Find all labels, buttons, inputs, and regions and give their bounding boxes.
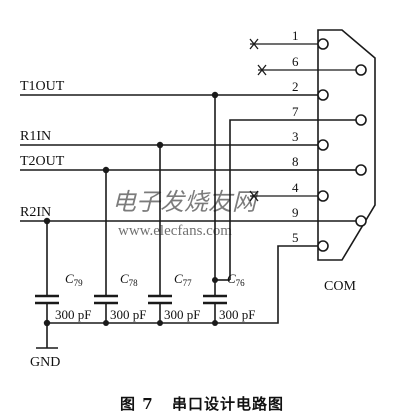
pin7-wire [229,119,356,280]
pin-hole-6 [355,64,367,76]
cap-value-c77: 300 pF [164,307,200,322]
pin-number-5: 5 [292,230,299,245]
cap-value-c79: 300 pF [55,307,91,322]
pin-number-8: 8 [292,154,299,169]
figure-title: 串口设计电路图 [171,395,284,413]
pin-hole-4 [317,190,329,202]
pin-number-9: 9 [292,205,299,220]
cap-value-c78: 300 pF [110,307,146,322]
pin-hole-8 [355,164,367,176]
capacitor-symbols [35,294,227,305]
cap-ref-c77: C77 [174,271,192,288]
label-t1out: T1OUT [20,79,65,94]
pin-hole-9 [355,215,367,227]
cap-value-c76: 300 pF [219,307,255,322]
pin-hole-5 [317,240,329,252]
pin-hole-2 [317,89,329,101]
pin-number-1: 1 [292,28,299,43]
signal-wires [20,94,356,324]
pin-hole-3 [317,139,329,151]
watermark-url: www.elecfans.com [118,223,232,239]
label-gnd: GND [30,355,60,370]
pin-number-7: 7 [292,104,299,119]
db9-connector-body [317,29,376,261]
pin-number-2: 2 [292,79,299,94]
cap-ref-c78: C78 [120,271,138,288]
connector-name: COM [324,279,356,294]
pin-hole-1 [317,38,329,50]
pin-number-4: 4 [292,180,299,195]
label-r2in: R2IN [20,205,51,220]
watermark-text: 电子发烧友网 [112,189,259,216]
label-t2out: T2OUT [20,154,65,169]
figure-caption: 图 7 串口设计电路图 [0,393,404,414]
pin-number-3: 3 [292,129,299,144]
connector-pin-holes [317,38,367,252]
label-r1in: R1IN [20,129,51,144]
pin-hole-7 [355,114,367,126]
pin-number-6: 6 [292,54,299,69]
cap-ref-c76: C76 [227,271,245,288]
junction-dots [43,91,219,327]
figure-number: 图 7 [120,395,154,413]
no-connect-markers [249,38,267,202]
cap-ref-c79: C79 [65,271,83,288]
